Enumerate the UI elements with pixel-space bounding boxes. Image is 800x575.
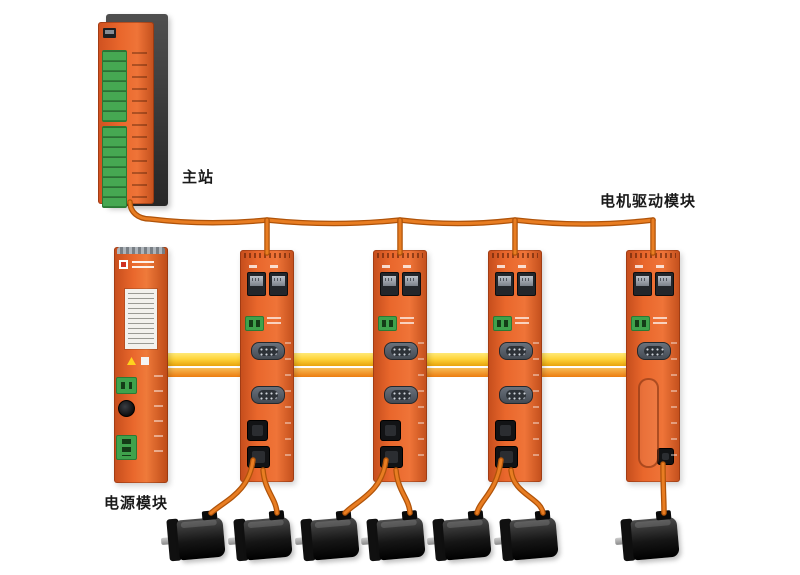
vent-grille: [377, 253, 423, 258]
motor-connector: [335, 510, 352, 521]
servo-motor-2: [227, 510, 293, 563]
round-connector: [118, 400, 135, 417]
master-station-module: [98, 14, 170, 210]
motor-connector: [467, 510, 484, 521]
encoder-port-1: [637, 342, 671, 360]
motor-power-connector-2: [247, 446, 270, 468]
ethercat-out-port: [516, 272, 536, 296]
io-terminal-label: [515, 317, 529, 326]
port-labels: [382, 265, 418, 268]
motor-power-connector-1: [247, 420, 268, 441]
side-label-ticks: [418, 342, 424, 467]
motor-connector: [655, 510, 672, 521]
ethercat-out-port: [654, 272, 674, 296]
certification-mark: [141, 357, 149, 365]
vent-grille: [244, 253, 290, 258]
ethernet-port: [103, 28, 116, 38]
brand-logo: [119, 260, 128, 269]
terminal-block-strip-lower: [102, 126, 127, 208]
ethercat-ports: [626, 272, 680, 296]
servo-motor-4: [360, 510, 426, 563]
side-label-ticks: [285, 342, 291, 467]
io-terminal: [245, 316, 264, 331]
servo-motor-1: [160, 510, 226, 563]
side-label-ticks: [671, 342, 677, 467]
io-terminal: [631, 316, 650, 331]
io-terminal: [378, 316, 397, 331]
io-terminal-label: [267, 317, 281, 326]
encoder-port-2: [499, 386, 533, 404]
ethercat-in-port: [494, 272, 514, 296]
encoder-port-1: [499, 342, 533, 360]
motor-connector: [201, 510, 218, 521]
power-module: [114, 247, 168, 483]
master-station-front-panel: [98, 22, 154, 208]
warning-triangle-icon: [127, 357, 136, 365]
drive-module-1: [240, 250, 294, 482]
encoder-port-2: [384, 386, 418, 404]
io-terminal: [493, 316, 512, 331]
port-labels: [497, 265, 533, 268]
motor-power-connector-2: [495, 446, 518, 468]
motor-connector: [534, 510, 551, 521]
servo-motor-6: [493, 510, 559, 563]
ethercat-ports: [240, 272, 294, 296]
encoder-port-1: [384, 342, 418, 360]
encoder-port-2: [251, 386, 285, 404]
motor-power-connector-1: [380, 420, 401, 441]
label-master-station: 主站: [182, 169, 215, 186]
io-terminal-label: [653, 317, 667, 326]
motor-power-connector-2: [380, 446, 403, 468]
side-label-ticks: [154, 375, 163, 463]
io-label-ticks: [132, 52, 147, 204]
power-input-terminal: [116, 377, 137, 394]
vent-grille: [630, 253, 676, 258]
motor-power-connector-1: [495, 420, 516, 441]
side-label-ticks: [533, 342, 539, 467]
terminal-block-strip-upper: [102, 50, 127, 122]
encoder-port-1: [251, 342, 285, 360]
ethercat-out-port: [401, 272, 421, 296]
drive-module-2: [373, 250, 427, 482]
io-terminal-label: [400, 317, 414, 326]
dc-output-terminal: [116, 435, 137, 460]
ethercat-cable-trunk: [127, 199, 656, 227]
ethercat-drop-cables: [264, 217, 656, 256]
ethercat-ports: [488, 272, 542, 296]
motor-connector: [268, 510, 285, 521]
vent-grille: [492, 253, 538, 258]
label-motor-drive-module: 电机驱动模块: [600, 193, 697, 210]
ethercat-in-port: [246, 272, 266, 296]
drive-module-3: [488, 250, 542, 482]
motor-connector: [401, 510, 418, 521]
servo-motor-3: [294, 510, 360, 563]
drive-module-4: [626, 250, 680, 482]
ethercat-out-port: [268, 272, 288, 296]
ethercat-in-port: [632, 272, 652, 296]
port-labels: [635, 265, 671, 268]
backplane-connector-strip: [117, 247, 165, 254]
port-labels: [249, 265, 285, 268]
servo-motor-7: [614, 510, 680, 563]
product-label: [125, 289, 157, 349]
brand-text: [132, 261, 154, 268]
ethercat-in-port: [379, 272, 399, 296]
ethercat-ports: [373, 272, 427, 296]
blank-slot: [638, 378, 659, 468]
label-power-module: 电源模块: [104, 495, 169, 512]
servo-motor-5: [426, 510, 492, 563]
